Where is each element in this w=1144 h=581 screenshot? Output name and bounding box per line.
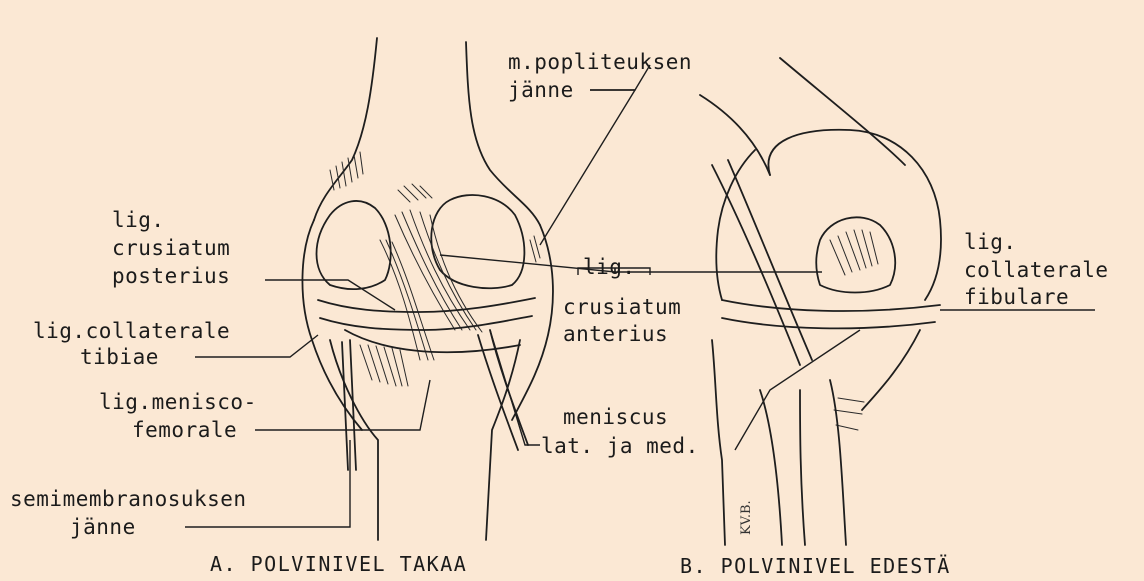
- label-meniscus-line2: lat. ja med.: [541, 434, 699, 458]
- caption-panel-b: B. POLVINIVEL EDESTÄ: [680, 554, 951, 578]
- label-lig-crusiatum-anterius-line2: crusiatum: [563, 295, 681, 319]
- label-lig-collaterale-tibiae-line1: lig.collaterale: [33, 319, 230, 343]
- label-lig-collaterale-fibulare-line3: fibulare: [964, 285, 1069, 309]
- label-lig-crusiatum-posterius-line1: lig.: [112, 208, 165, 232]
- label-lig-meniscofemorale-line2: femorale: [132, 418, 237, 442]
- label-m-popliteuksen-line1: m.popliteuksen: [508, 50, 692, 74]
- label-lig-collaterale-fibulare-line1: lig.: [964, 230, 1017, 254]
- label-semimembranosuksen-line2: jänne: [70, 515, 136, 539]
- svg-text:KV.B.: KV.B.: [739, 500, 754, 535]
- knee-posterior-drawing: [302, 38, 553, 540]
- label-lig-crusiatum-anterius-line3: anterius: [563, 322, 668, 346]
- label-lig-collaterale-tibiae-line2: tibiae: [80, 345, 159, 369]
- label-lig-crusiatum-posterius-line2: crusiatum: [112, 236, 230, 260]
- caption-panel-a: A. POLVINIVEL TAKAA: [210, 552, 467, 576]
- label-lig-crusiatum-posterius-line3: posterius: [112, 264, 230, 288]
- label-lig-meniscofemorale-line1: lig.menisco-: [99, 390, 257, 414]
- label-lig-crusiatum-anterius-line1: lig.: [583, 255, 636, 279]
- label-semimembranosuksen-line1: semimembranosuksen: [10, 487, 247, 511]
- label-lig-collaterale-fibulare-line2: collaterale: [964, 258, 1109, 282]
- label-meniscus-line1: meniscus: [563, 405, 668, 429]
- knee-anterior-drawing: KV.B.: [700, 58, 941, 545]
- label-m-popliteuksen-line2: jänne: [508, 78, 574, 102]
